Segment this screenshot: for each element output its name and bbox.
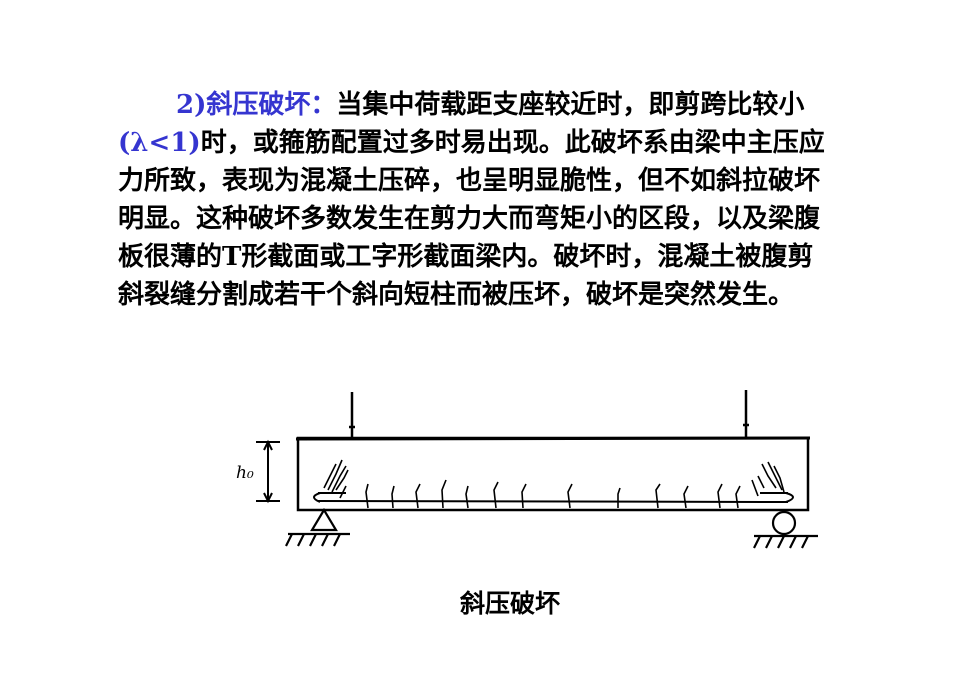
cracks-left	[323, 459, 349, 499]
line-2-text: 时，或箍筋配置过多时易出现。此破坏系由梁中主压应	[200, 128, 825, 158]
lambda-condition: (λ<1)	[118, 128, 201, 158]
h0-label: h₀	[236, 463, 254, 483]
paragraph-line-1: 2)斜压破坏：当集中荷载距支座较近时，即剪跨比较小	[118, 86, 888, 124]
load-right	[743, 390, 749, 438]
line-1-text: 当集中荷载距支座较近时，即剪跨比较小	[336, 90, 805, 120]
paragraph-line-2: (λ<1)时，或箍筋配置过多时易出现。此破坏系由梁中主压应	[118, 124, 888, 162]
paragraph-line-6: 斜裂缝分割成若干个斜向短柱而被压坏，破坏是突然发生。	[118, 280, 795, 310]
paragraph-line-4: 明显。这种破坏多数发生在剪力大而弯矩小的区段，以及梁腹	[118, 204, 821, 234]
figure-caption: 斜压破坏	[459, 589, 560, 618]
beam-diagram: h₀	[236, 390, 818, 549]
h0-dimension	[256, 439, 280, 504]
cracks-right	[751, 461, 785, 497]
reinforcement	[313, 492, 794, 503]
paragraph-line-3: 力所致，表现为混凝土压碎，也呈明显脆性，但不如斜拉破坏	[118, 166, 821, 196]
paragraph: 2)斜压破坏：当集中荷载距支座较近时，即剪跨比较小 (λ<1)时，或箍筋配置过多…	[118, 86, 888, 314]
load-left	[349, 392, 355, 438]
beam	[295, 436, 811, 512]
paragraph-line-5: 板很薄的T形截面或工字形截面梁内。破坏时，混凝土被腹剪	[118, 242, 814, 272]
section-heading: 2)斜压破坏：	[176, 90, 337, 120]
right-support	[753, 510, 818, 549]
flexural-cracks	[365, 479, 741, 509]
left-support	[285, 507, 350, 547]
